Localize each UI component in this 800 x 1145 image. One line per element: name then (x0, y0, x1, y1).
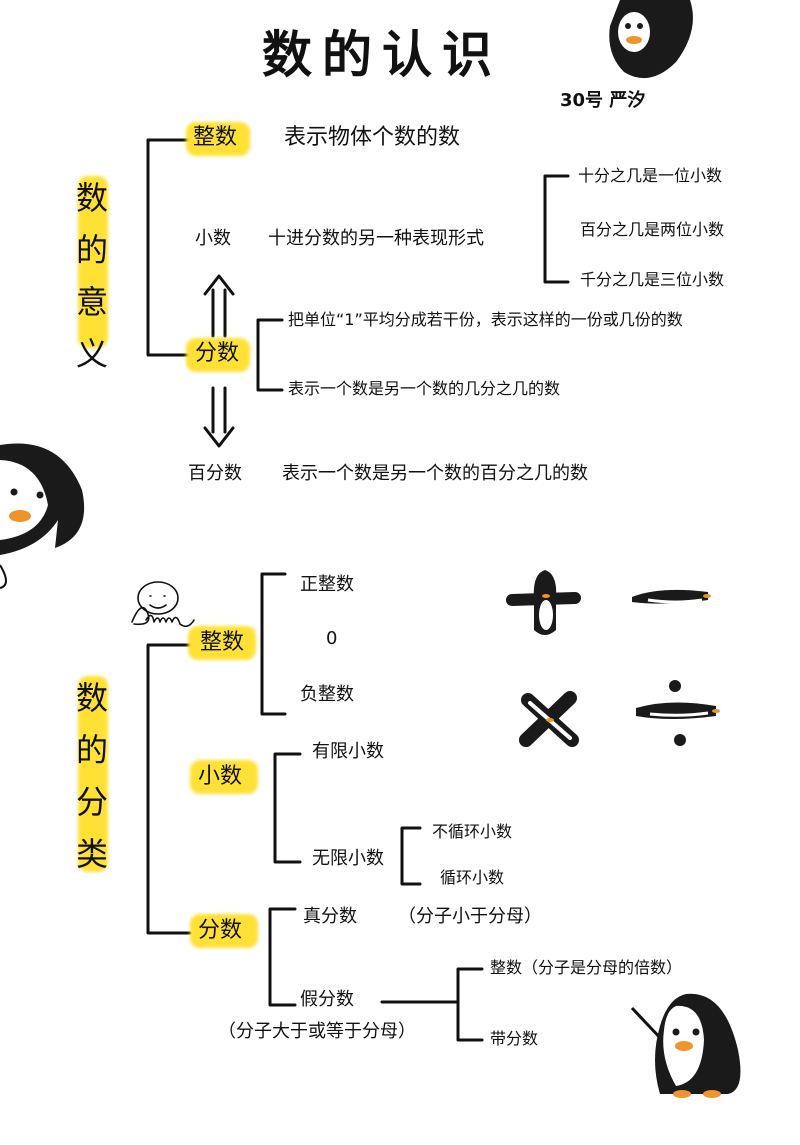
meaning-side-label: 数的意义 (75, 179, 108, 373)
class-decimal-label: 小数 (198, 764, 243, 789)
infinite-decimal-bracket (400, 826, 422, 886)
highlight-fraction-meaning (186, 338, 250, 372)
highlight-integer-class (188, 626, 256, 660)
decimal-class-bracket (273, 752, 302, 864)
classification-side-label: 数的分类 (75, 679, 108, 873)
meaning-decimal-desc: 十进分数的另一种表现形式 (268, 228, 484, 249)
penguin-divide-icon (636, 680, 720, 746)
arrow-up-icon (203, 274, 235, 338)
integer-type-item: 负整数 (300, 684, 354, 705)
meaning-percent-desc: 表示一个数是另一个数的百分之几的数 (282, 463, 588, 484)
class-integer-label: 整数 (200, 630, 245, 655)
classification-main-bracket (146, 643, 192, 935)
improper-type-item: 整数（分子是分母的倍数） (490, 958, 683, 977)
infinite-decimal-type: 循环小数 (440, 868, 505, 887)
highlight-meaning-side (78, 176, 108, 348)
highlight-integer-meaning (186, 122, 250, 156)
proper-fraction-note: （分子小于分母） (398, 906, 542, 927)
improper-fraction-item: 假分数 (300, 989, 354, 1010)
author-label: 30号 严汐 (560, 90, 646, 111)
meaning-fraction-label: 分数 (195, 341, 240, 366)
highlight-decimal-class (190, 760, 258, 794)
improper-fraction-note: （分子大于或等于分母） (218, 1021, 416, 1042)
decimal-place-item: 十分之几是一位小数 (578, 166, 723, 185)
meaning-percent-label: 百分数 (188, 463, 242, 484)
improper-types-bracket (456, 967, 484, 1042)
meaning-integer-label: 整数 (193, 125, 238, 150)
decimal-places-bracket (543, 174, 570, 284)
highlight-classification-side (78, 676, 108, 872)
fraction-definition: 把单位“1”平均分成若干份，表示这样的一份或几份的数 (288, 310, 683, 329)
class-fraction-label: 分数 (198, 918, 243, 943)
penguin-cross-icon (506, 570, 581, 635)
finite-decimal-item: 有限小数 (312, 741, 384, 762)
improper-type-item: 带分数 (490, 1029, 539, 1048)
penguin-times-icon (519, 691, 579, 747)
integer-type-item: 0 (326, 628, 338, 649)
penguin-teacher-icon (630, 993, 741, 1098)
integer-type-item: 正整数 (300, 574, 354, 595)
penguin-left-icon (0, 443, 85, 589)
meaning-integer-desc: 表示物体个数的数 (284, 125, 461, 150)
penguin-minus-icon (632, 589, 711, 604)
meaning-main-bracket (146, 138, 192, 357)
penguin-top-right-icon (609, 0, 693, 79)
fraction-class-bracket (268, 907, 297, 1007)
meaning-decimal-label: 小数 (195, 228, 231, 249)
page-title: 数的认识 (262, 26, 502, 84)
arrow-down-icon (203, 386, 235, 448)
fraction-defs-bracket (256, 318, 284, 392)
decimal-place-item: 千分之几是三位小数 (580, 270, 725, 289)
signature-icon (131, 581, 195, 628)
infinite-decimal-type: 不循环小数 (432, 822, 513, 841)
proper-fraction-item: 真分数 (303, 906, 357, 927)
infinite-decimal-item: 无限小数 (312, 848, 384, 869)
decimal-place-item: 百分之几是两位小数 (580, 220, 725, 239)
integer-class-bracket (260, 572, 287, 716)
highlight-fraction-class (190, 914, 258, 948)
fraction-definition: 表示一个数是另一个数的几分之几的数 (288, 379, 561, 398)
